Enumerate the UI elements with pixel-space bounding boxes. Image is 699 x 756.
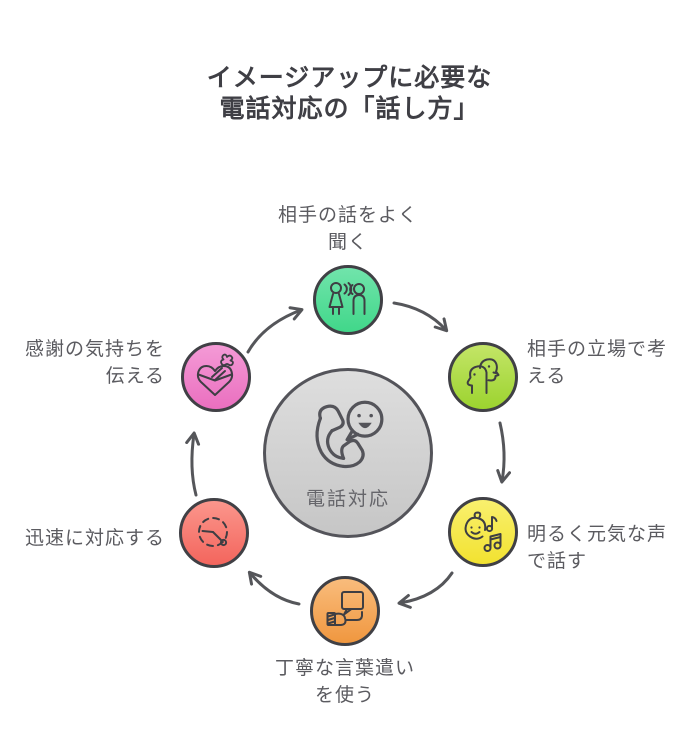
gift-heart-icon bbox=[192, 353, 240, 401]
step-label-empathize: 相手の立場で考 える bbox=[527, 339, 668, 387]
arrow-gratitude-to-listen bbox=[246, 306, 304, 354]
page-title: イメージアップに必要な 電話対応の「話し方」 bbox=[206, 64, 493, 123]
center-circle-telephone: 電話対応 bbox=[263, 368, 433, 538]
step-label-gratitude: 感謝の気持ちを 伝える bbox=[24, 339, 165, 387]
arrow-polite-to-quick bbox=[247, 570, 301, 606]
polite-speech-icon bbox=[321, 587, 369, 635]
step-label-quick: 迅速に対応する bbox=[24, 528, 165, 549]
step-label-polite: 丁寧な言葉遣い を使う bbox=[274, 658, 415, 706]
step-circle-empathize bbox=[448, 342, 518, 412]
arrow-empathize-to-cheerful bbox=[496, 421, 512, 484]
arrow-listen-to-empathize bbox=[392, 301, 449, 333]
step-circle-cheerful bbox=[448, 497, 518, 567]
step-label-cheerful: 明るく元気な声 で話す bbox=[527, 524, 668, 572]
quick-clock-icon bbox=[190, 509, 238, 557]
phone-smile-icon bbox=[305, 396, 391, 478]
step-circle-quick bbox=[179, 498, 249, 568]
music-voice-icon bbox=[459, 508, 507, 556]
arrow-cheerful-to-polite bbox=[397, 571, 454, 609]
step-circle-gratitude bbox=[181, 342, 251, 412]
step-circle-polite bbox=[310, 576, 380, 646]
empathy-faces-icon bbox=[459, 353, 507, 401]
step-circle-listen bbox=[313, 265, 383, 335]
arrow-quick-to-gratitude bbox=[185, 431, 201, 497]
step-label-listen: 相手の話をよく 聞く bbox=[277, 205, 418, 253]
center-label: 電話対応 bbox=[305, 488, 390, 510]
listening-icon bbox=[324, 276, 372, 324]
